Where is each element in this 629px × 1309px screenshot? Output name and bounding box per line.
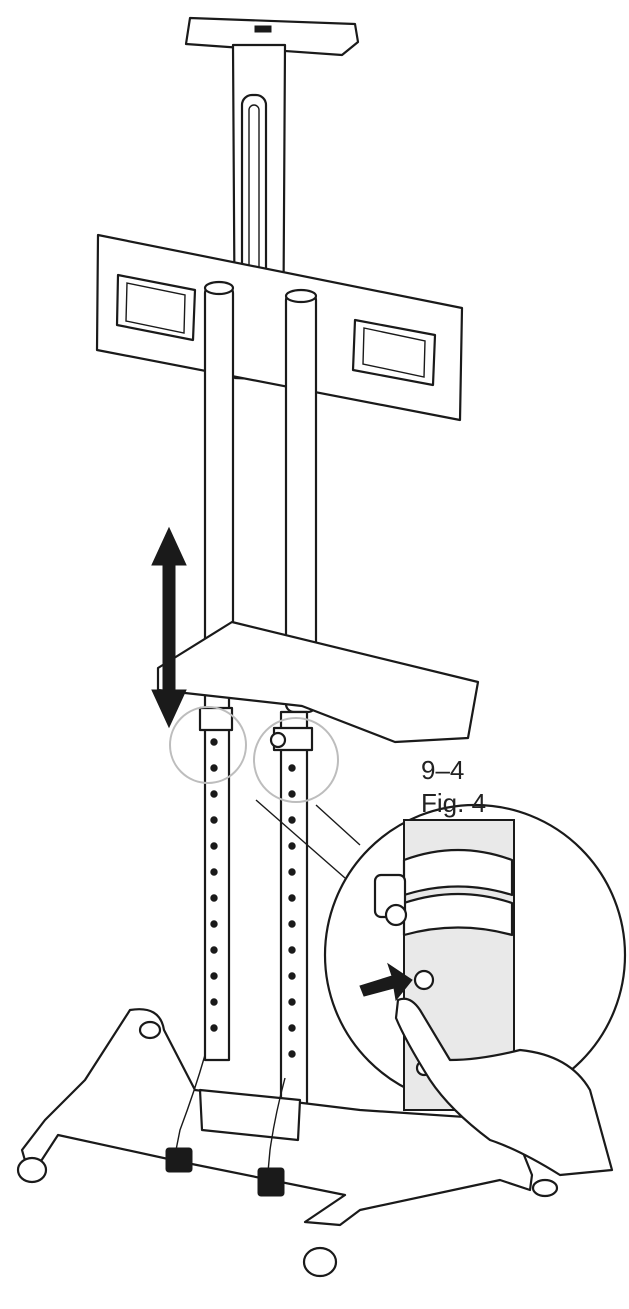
- adjust-hole: [288, 1050, 296, 1058]
- adjust-hole: [210, 894, 218, 902]
- adjust-hole: [288, 790, 296, 798]
- callout-circle-left: [169, 706, 247, 784]
- foot-pedal-right: [257, 1077, 286, 1197]
- adjust-hole: [210, 816, 218, 824]
- adjust-hole: [210, 972, 218, 980]
- adjust-hole: [288, 1024, 296, 1032]
- double-arrow-icon: [151, 526, 187, 729]
- adjust-hole: [288, 920, 296, 928]
- adjust-hole: [288, 868, 296, 876]
- vesa-mount-plate: [95, 233, 464, 422]
- height-adjust-holes: [210, 738, 296, 1058]
- step-label: 9–4: [421, 755, 464, 785]
- adjust-hole: [210, 868, 218, 876]
- adjust-hole: [210, 946, 218, 954]
- caster-wheel-front-left: [16, 1156, 48, 1184]
- figure-label: Fig. 4: [421, 788, 486, 818]
- adjust-hole: [210, 790, 218, 798]
- adjust-hole: [288, 946, 296, 954]
- adjust-hole: [210, 998, 218, 1006]
- cart-base: [20, 1008, 534, 1227]
- caster-wheel-rear-right: [531, 1178, 559, 1198]
- adjust-hole: [288, 894, 296, 902]
- adjust-hole: [210, 1024, 218, 1032]
- adjust-hole: [288, 972, 296, 980]
- adjust-hole: [210, 738, 218, 746]
- adjust-hole: [210, 920, 218, 928]
- caster-wheel-rear-left: [138, 1020, 162, 1040]
- adjust-hole: [288, 764, 296, 772]
- push-arrow-icon: [359, 962, 413, 1002]
- adjust-hole: [210, 842, 218, 850]
- adjust-hole: [288, 842, 296, 850]
- adjust-hole: [288, 816, 296, 824]
- foot-pedal-left: [165, 1054, 206, 1173]
- caster-wheel-front-right: [302, 1246, 338, 1278]
- callout-circle-right: [253, 717, 339, 803]
- right-pole: [279, 288, 318, 1134]
- top-camera-tray: [184, 16, 360, 57]
- hand-illustration: [394, 997, 614, 1177]
- shelf-clamp-right: [269, 726, 314, 752]
- adjust-hole: [210, 764, 218, 772]
- adjust-hole: [288, 998, 296, 1006]
